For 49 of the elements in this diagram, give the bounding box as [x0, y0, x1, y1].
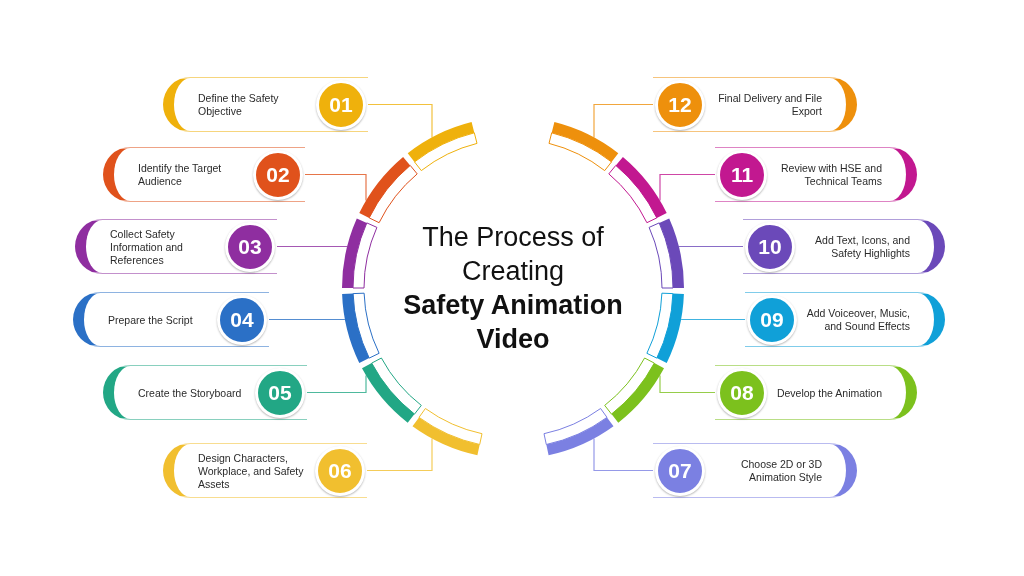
- leader-line: [268, 318, 346, 321]
- leader-line: [366, 438, 433, 472]
- step-card: [103, 147, 305, 202]
- step-card: [745, 292, 945, 347]
- leader-line: [593, 103, 654, 138]
- ring-segment: [648, 218, 684, 289]
- leader-line: [659, 374, 716, 394]
- leader-line: [304, 173, 367, 202]
- ring-segment: [604, 357, 664, 423]
- leader-line: [306, 374, 367, 394]
- step-card: [163, 77, 368, 132]
- leader-line: [593, 438, 654, 472]
- step-label: Review with HSE and Technical Teams: [780, 161, 882, 188]
- step-card: [653, 77, 857, 132]
- step-label: Identify the Target Audience: [138, 161, 223, 188]
- ring-segment: [362, 357, 422, 423]
- step-label: Add Voiceover, Music, and Sound Effects: [805, 306, 910, 333]
- diagram-title: The Process of Creating Safety Animation Video: [402, 221, 624, 356]
- step-label: Collect Safety Information and References: [110, 227, 184, 266]
- ring-segment: [646, 292, 684, 363]
- ring-segment: [342, 292, 380, 363]
- ring-segment: [407, 122, 478, 172]
- step-label: Develop the Animation: [775, 386, 882, 399]
- step-label: Design Characters, Workplace, and Safety Assets: [198, 451, 305, 490]
- step-card: [75, 219, 277, 274]
- step-label: Choose 2D or 3D Animation Style: [739, 457, 822, 484]
- ring-segment: [412, 408, 483, 456]
- leader-line: [659, 173, 716, 202]
- step-card: [653, 443, 857, 498]
- ring-segment: [608, 157, 667, 224]
- leader-line: [680, 318, 746, 321]
- leader-line: [678, 245, 744, 248]
- leader-line: [276, 245, 348, 248]
- step-card: [163, 443, 367, 498]
- step-label: Prepare the Script: [108, 313, 194, 326]
- ring-segment: [359, 157, 418, 224]
- step-card: [73, 292, 269, 347]
- step-card: [715, 147, 917, 202]
- step-card: [103, 365, 307, 420]
- ring-segment: [342, 218, 378, 289]
- ring-segment: [548, 122, 619, 172]
- step-label: Add Text, Icons, and Safety Highlights: [814, 233, 910, 260]
- ring-segment: [543, 408, 614, 456]
- step-card: [715, 365, 917, 420]
- step-label: Define the Safety Objective: [198, 91, 280, 118]
- leader-line: [367, 103, 433, 138]
- step-label: Create the Storyboard: [138, 386, 243, 399]
- step-card: [743, 219, 945, 274]
- step-label: Final Delivery and File Export: [717, 91, 822, 118]
